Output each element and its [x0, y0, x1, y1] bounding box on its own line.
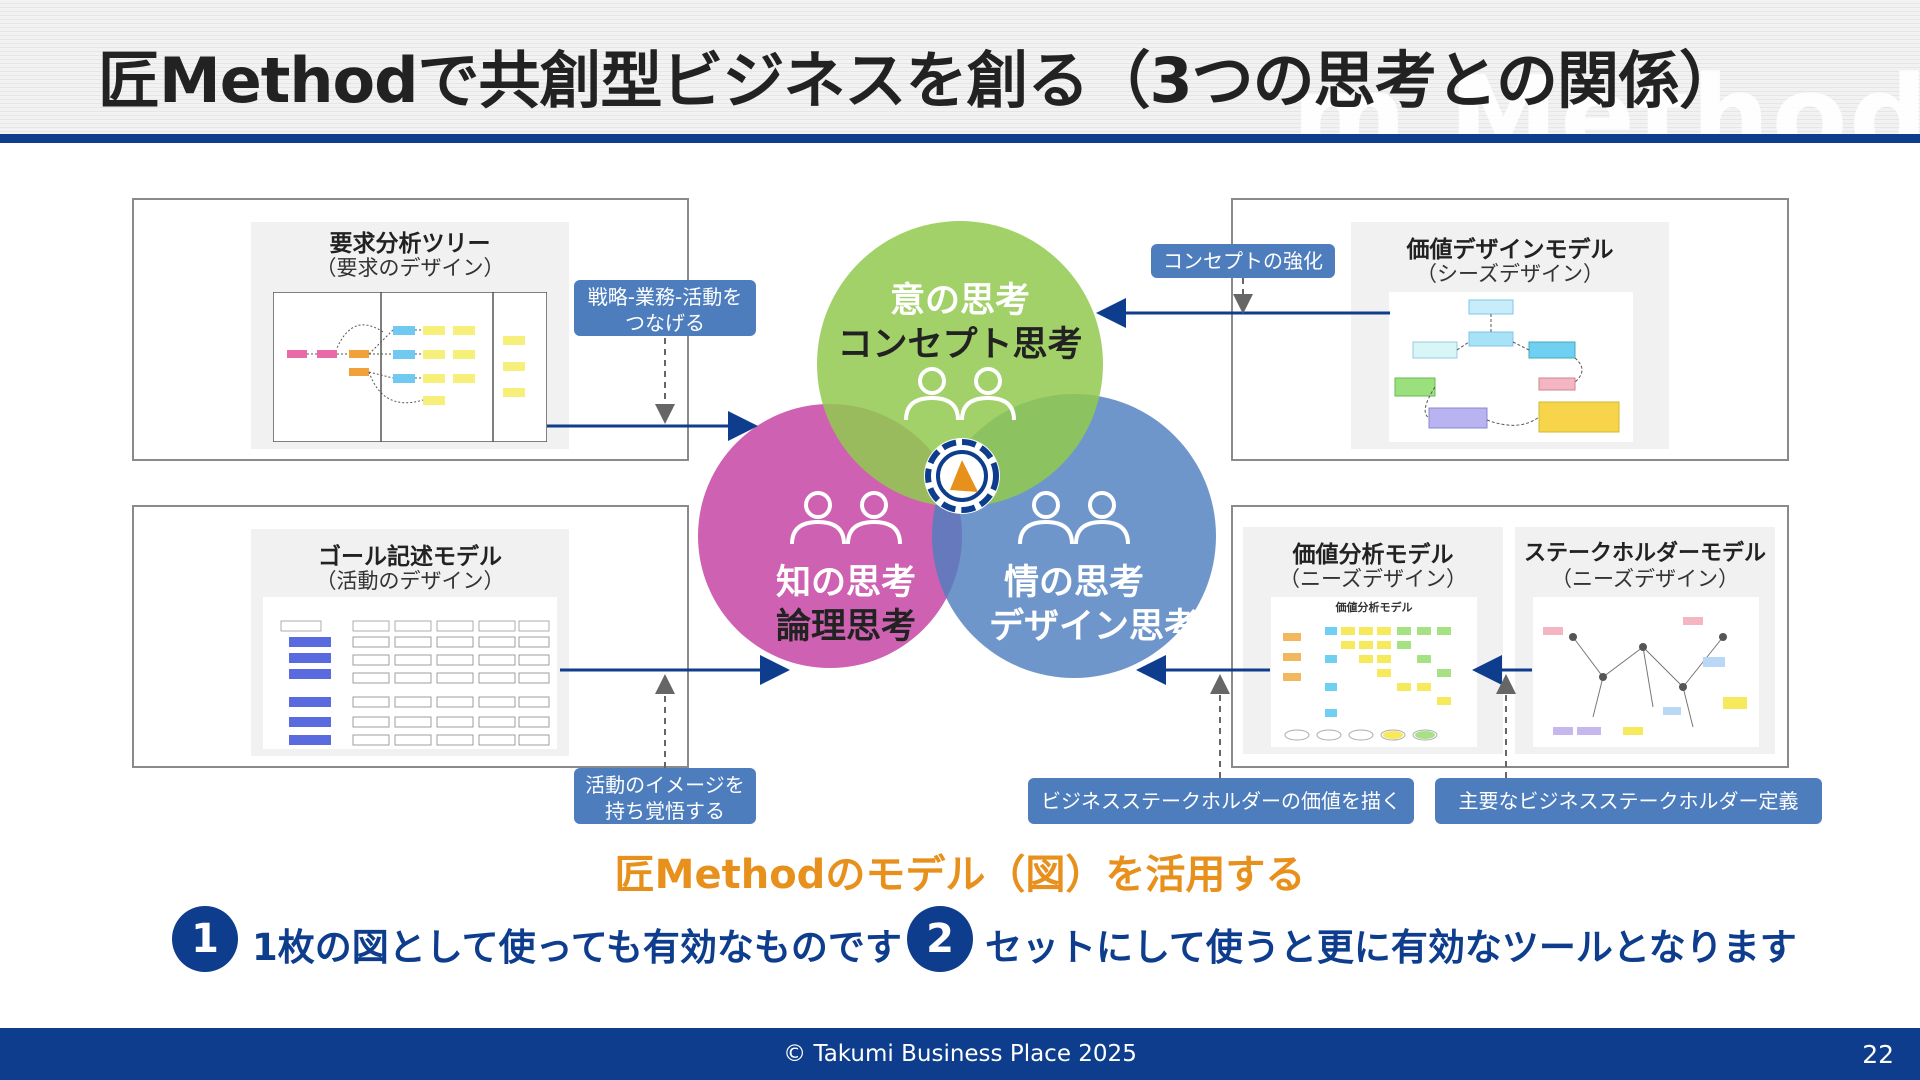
card-subtitle: （ニーズデザイン）	[1551, 567, 1739, 591]
card-title: 要求分析ツリー	[329, 231, 491, 257]
people-icon	[790, 491, 902, 545]
page-title: 匠Methodで共創型ビジネスを創る（3つの思考との関係）	[98, 44, 1741, 117]
card-title: 価値分析モデル	[1292, 542, 1454, 568]
value-analysis-thumbnail-label: 価値分析モデル	[1335, 601, 1413, 614]
venn-left-line1: 知の思考	[775, 563, 916, 603]
venn-circle-top	[817, 221, 1103, 507]
value-analysis-illustration	[1283, 627, 1451, 741]
takumi-logo-icon	[924, 438, 1000, 514]
venn-right-line2: デザイン思考	[988, 607, 1199, 647]
callout-text: 持ち覚悟する	[605, 799, 725, 823]
value-design-illustration	[1394, 299, 1620, 433]
callout-text: 戦略-業務-活動を	[587, 285, 743, 309]
venn-top-line2: コンセプト思考	[837, 325, 1083, 365]
card-subtitle: （ニーズデザイン）	[1279, 567, 1467, 591]
value-analysis-thumbnail: 価値分析モデル	[1271, 597, 1477, 747]
point-number-badge: 1	[172, 906, 238, 972]
card-value-analysis-model: 価値分析モデル （ニーズデザイン） 価値分析モデル	[1243, 527, 1503, 754]
requirements-tree-thumbnail	[273, 292, 547, 442]
card-title: ゴール記述モデル	[318, 544, 502, 570]
callout-text: ビジネスステークホルダーの価値を描く	[1041, 789, 1401, 813]
callout-text: 主要なビジネスステークホルダー定義	[1458, 789, 1799, 813]
section-subtitle: 匠Methodのモデル（図）を活用する	[614, 852, 1306, 898]
card-requirements-tree: 要求分析ツリー （要求のデザイン）	[251, 222, 569, 449]
page-number: 22	[1862, 1040, 1894, 1069]
callout-text: つなげる	[625, 311, 705, 335]
copyright-text: © Takumi Business Place 2025	[783, 1041, 1137, 1067]
card-goal-model: ゴール記述モデル （活動のデザイン）	[251, 529, 569, 756]
callout-image: 活動のイメージを 持ち覚悟する	[574, 768, 756, 824]
point-number-badge: 2	[907, 906, 973, 972]
value-design-thumbnail	[1389, 292, 1633, 442]
callout-concept: コンセプトの強化	[1151, 244, 1335, 278]
footer-bar	[0, 1028, 1920, 1080]
card-subtitle: （シーズデザイン）	[1416, 262, 1604, 286]
callout-connect: 戦略-業務-活動を つなげる	[574, 280, 756, 336]
callout-value: ビジネスステークホルダーの価値を描く	[1028, 778, 1414, 824]
card-stakeholder-model: ステークホルダーモデル （ニーズデザイン）	[1515, 527, 1775, 754]
card-title: ステークホルダーモデル	[1523, 541, 1766, 566]
stakeholder-thumbnail	[1533, 597, 1759, 747]
people-icon	[1018, 491, 1130, 545]
goal-model-thumbnail	[263, 597, 557, 749]
venn-right-line1: 情の思考	[1003, 563, 1144, 603]
point-text: 1枚の図として使っても有効なものです	[252, 926, 902, 969]
point-text: セットにして使うと更に有効なツールとなります	[985, 926, 1797, 969]
header-watermark: m Method	[1291, 52, 1920, 134]
callout-text: コンセプトの強化	[1163, 249, 1323, 273]
requirements-tree-illustration	[273, 292, 547, 442]
card-subtitle: （要求のデザイン）	[315, 256, 505, 280]
callout-text: 活動のイメージを	[585, 773, 745, 797]
header-band: m Method 匠Methodで共創型ビジネスを創る（3つの思考との関係）	[0, 0, 1920, 134]
venn-top-line1: 意の思考	[889, 281, 1030, 321]
card-title: 価値デザインモデル	[1406, 237, 1614, 263]
venn-left-line2: 論理思考	[775, 607, 916, 647]
card-subtitle: （活動のデザイン）	[315, 569, 505, 593]
header-divider	[0, 134, 1920, 143]
callout-define: 主要なビジネスステークホルダー定義	[1435, 778, 1822, 824]
goal-model-illustration	[280, 620, 550, 746]
card-value-design-model: 価値デザインモデル （シーズデザイン）	[1351, 222, 1669, 449]
stakeholder-illustration	[1543, 617, 1747, 735]
people-icon	[904, 367, 1016, 421]
